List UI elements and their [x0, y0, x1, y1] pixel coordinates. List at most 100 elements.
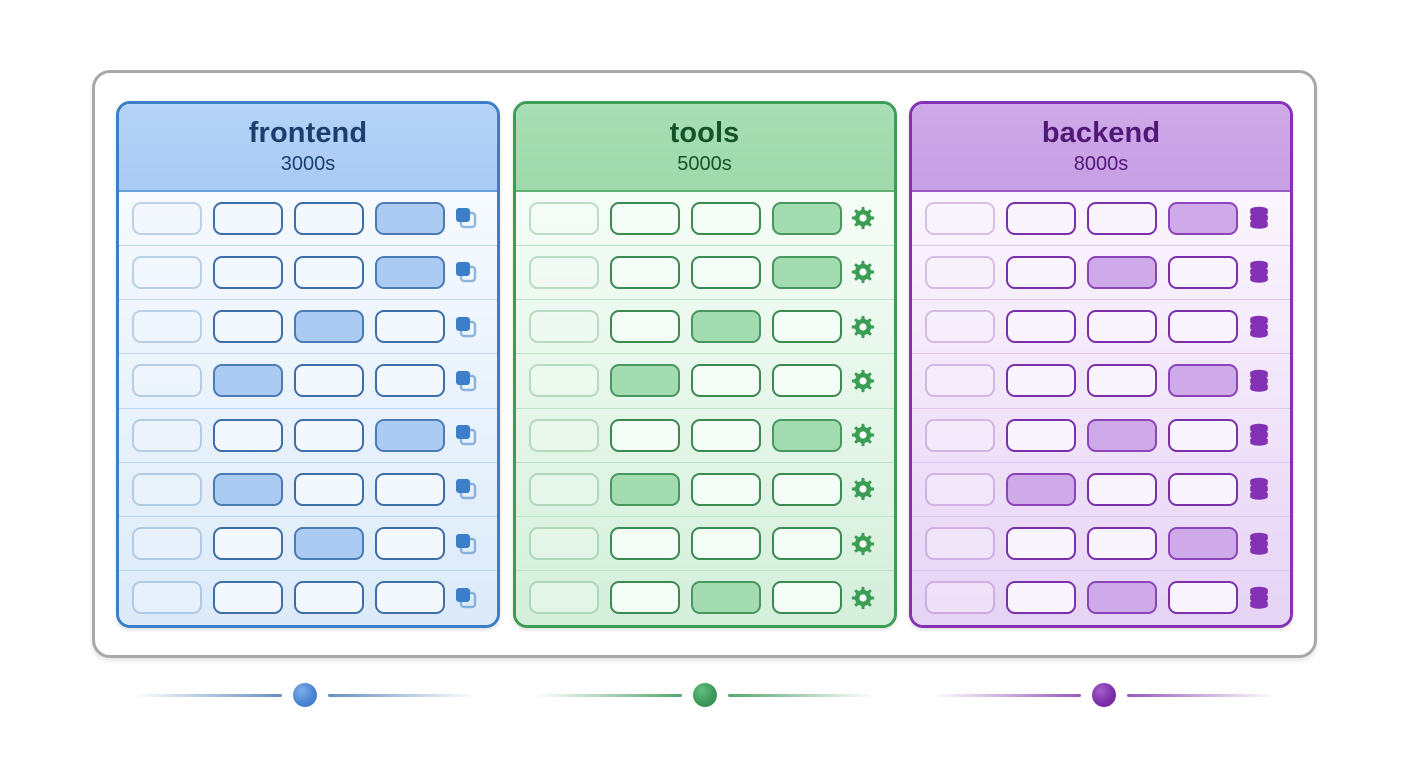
cell[interactable] — [1168, 418, 1238, 452]
cell[interactable] — [771, 472, 842, 506]
panel-row[interactable] — [515, 354, 894, 409]
cell-active[interactable] — [375, 201, 445, 235]
cell[interactable] — [1087, 472, 1157, 506]
panel-row[interactable] — [515, 409, 894, 463]
cell[interactable] — [294, 418, 364, 452]
connector-dot[interactable] — [1092, 683, 1116, 707]
cell-active[interactable] — [771, 418, 842, 452]
cell[interactable] — [213, 527, 283, 561]
cell[interactable] — [375, 581, 445, 615]
cell[interactable] — [294, 201, 364, 235]
panel-row[interactable] — [515, 463, 894, 517]
panel-row[interactable] — [912, 463, 1290, 517]
cell[interactable] — [609, 255, 680, 289]
cell-active[interactable] — [1087, 418, 1157, 452]
cell[interactable] — [213, 310, 283, 344]
cell[interactable] — [1006, 527, 1076, 561]
panel-row[interactable] — [119, 354, 497, 409]
cell[interactable] — [132, 310, 202, 344]
cell-active[interactable] — [1168, 364, 1238, 398]
panel-row[interactable] — [912, 192, 1290, 246]
cell-active[interactable] — [609, 472, 680, 506]
cell[interactable] — [132, 364, 202, 398]
cell[interactable] — [528, 310, 599, 344]
cell-active[interactable] — [375, 255, 445, 289]
panel-row[interactable] — [515, 300, 894, 355]
cell[interactable] — [771, 364, 842, 398]
cell[interactable] — [528, 201, 599, 235]
cell[interactable] — [690, 472, 761, 506]
cell[interactable] — [528, 364, 599, 398]
panel-row[interactable] — [912, 300, 1290, 355]
cell[interactable] — [609, 527, 680, 561]
cell[interactable] — [690, 255, 761, 289]
panel-row[interactable] — [515, 192, 894, 246]
cell[interactable] — [132, 201, 202, 235]
cell-active[interactable] — [294, 527, 364, 561]
cell[interactable] — [375, 364, 445, 398]
cell-active[interactable] — [690, 310, 761, 344]
cell[interactable] — [771, 527, 842, 561]
cell[interactable] — [132, 418, 202, 452]
cell[interactable] — [528, 581, 599, 615]
cell[interactable] — [294, 255, 364, 289]
cell[interactable] — [1006, 364, 1076, 398]
cell[interactable] — [213, 201, 283, 235]
cell[interactable] — [294, 472, 364, 506]
cell[interactable] — [375, 527, 445, 561]
cell[interactable] — [925, 581, 995, 615]
cell[interactable] — [925, 527, 995, 561]
cell[interactable] — [528, 255, 599, 289]
cell[interactable] — [1006, 418, 1076, 452]
cell-active[interactable] — [213, 364, 283, 398]
cell-active[interactable] — [375, 418, 445, 452]
cell[interactable] — [1006, 255, 1076, 289]
panel-row[interactable] — [912, 246, 1290, 300]
cell[interactable] — [609, 201, 680, 235]
cell-active[interactable] — [1168, 201, 1238, 235]
panel-row[interactable] — [515, 246, 894, 300]
cell-active[interactable] — [690, 581, 761, 615]
cell[interactable] — [690, 364, 761, 398]
panel-row[interactable] — [119, 300, 497, 355]
cell[interactable] — [690, 418, 761, 452]
panel-row[interactable] — [912, 354, 1290, 409]
cell[interactable] — [132, 255, 202, 289]
cell[interactable] — [925, 255, 995, 289]
cell[interactable] — [294, 581, 364, 615]
cell[interactable] — [925, 364, 995, 398]
cell-active[interactable] — [609, 364, 680, 398]
panel-row[interactable] — [119, 409, 497, 463]
cell[interactable] — [375, 310, 445, 344]
cell[interactable] — [1087, 201, 1157, 235]
cell[interactable] — [1168, 581, 1238, 615]
cell[interactable] — [132, 581, 202, 615]
cell[interactable] — [609, 418, 680, 452]
cell[interactable] — [1168, 310, 1238, 344]
cell[interactable] — [528, 418, 599, 452]
cell-active[interactable] — [294, 310, 364, 344]
cell[interactable] — [213, 418, 283, 452]
connector-dot[interactable] — [293, 683, 317, 707]
cell[interactable] — [375, 472, 445, 506]
cell-active[interactable] — [213, 472, 283, 506]
cell-active[interactable] — [771, 255, 842, 289]
cell[interactable] — [925, 418, 995, 452]
cell-active[interactable] — [1087, 255, 1157, 289]
cell[interactable] — [1087, 310, 1157, 344]
cell[interactable] — [925, 310, 995, 344]
cell[interactable] — [1006, 310, 1076, 344]
panel-row[interactable] — [119, 463, 497, 517]
cell[interactable] — [1087, 527, 1157, 561]
panel-row[interactable] — [119, 571, 497, 624]
cell[interactable] — [528, 472, 599, 506]
cell-active[interactable] — [1168, 527, 1238, 561]
panel-row[interactable] — [912, 409, 1290, 463]
panel-row[interactable] — [515, 517, 894, 572]
panel-row[interactable] — [912, 517, 1290, 572]
panel-row[interactable] — [912, 571, 1290, 624]
cell[interactable] — [690, 201, 761, 235]
panel-row[interactable] — [119, 192, 497, 246]
cell[interactable] — [1087, 364, 1157, 398]
